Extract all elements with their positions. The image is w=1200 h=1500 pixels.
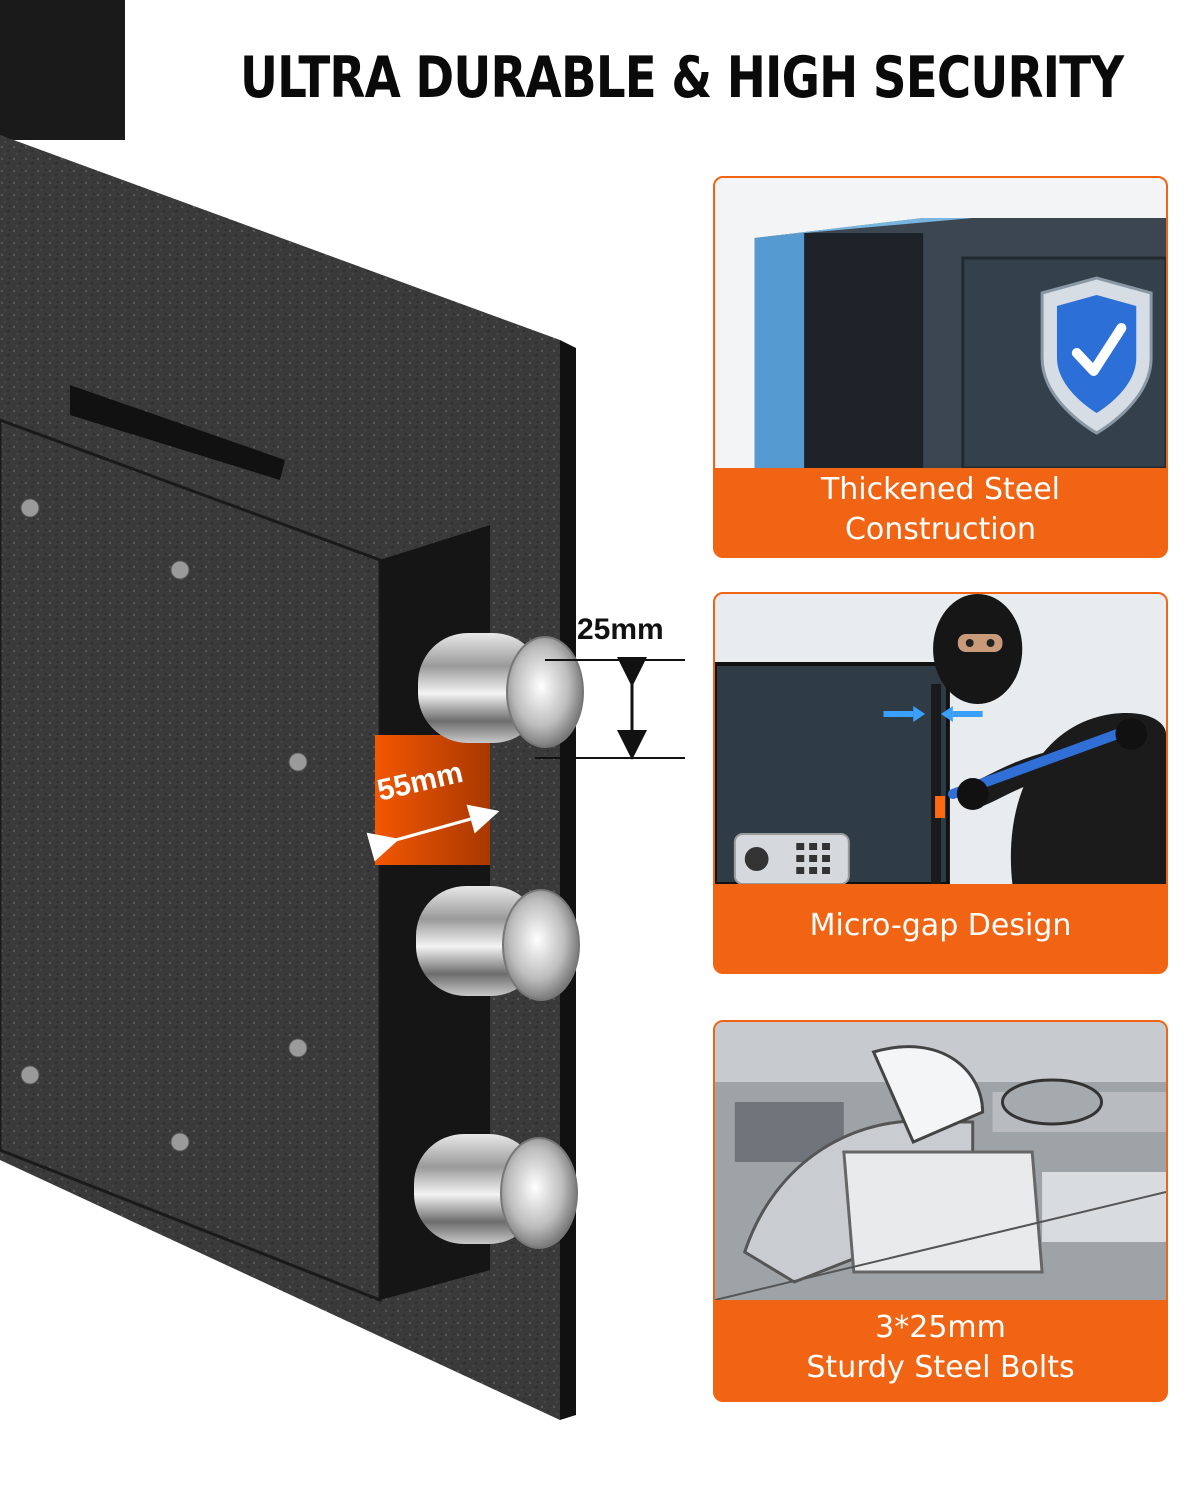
bolt-top	[418, 633, 584, 748]
bolt-diameter-label: 25mm	[577, 613, 664, 646]
micro-gap-photo	[715, 594, 1166, 884]
feature-card-steel-bolts: 3*25mm Sturdy Steel Bolts	[713, 1020, 1168, 1402]
shield-check-icon	[1040, 276, 1153, 435]
feature-card-micro-gap: Micro-gap Design	[713, 592, 1168, 974]
keypad-icon	[733, 833, 850, 884]
feature-card-thickened-steel: Thickened Steel Construction	[713, 176, 1168, 558]
feature-caption: Micro-gap Design	[715, 880, 1166, 972]
safe-door-illustration	[0, 0, 685, 1420]
feature-caption: 3*25mm Sturdy Steel Bolts	[715, 1296, 1166, 1400]
bolt-middle	[416, 886, 580, 1001]
feature-caption-line1: 3*25mm	[875, 1310, 1006, 1345]
feature-caption-line1: Thickened Steel	[820, 472, 1061, 507]
feature-caption-line2: Sturdy Steel Bolts	[806, 1350, 1075, 1385]
feature-caption-line1: Micro-gap Design	[809, 908, 1072, 943]
bolt-bottom	[414, 1134, 578, 1249]
steel-bolts-photo	[715, 1022, 1166, 1300]
burglar-figure	[933, 594, 1166, 884]
page-headline: ULTRA DURABLE & HIGH SECURITY	[240, 45, 1124, 111]
feature-caption-line2: Construction	[844, 512, 1036, 547]
feature-caption: Thickened Steel Construction	[715, 464, 1166, 556]
thickened-steel-photo	[715, 178, 1166, 468]
